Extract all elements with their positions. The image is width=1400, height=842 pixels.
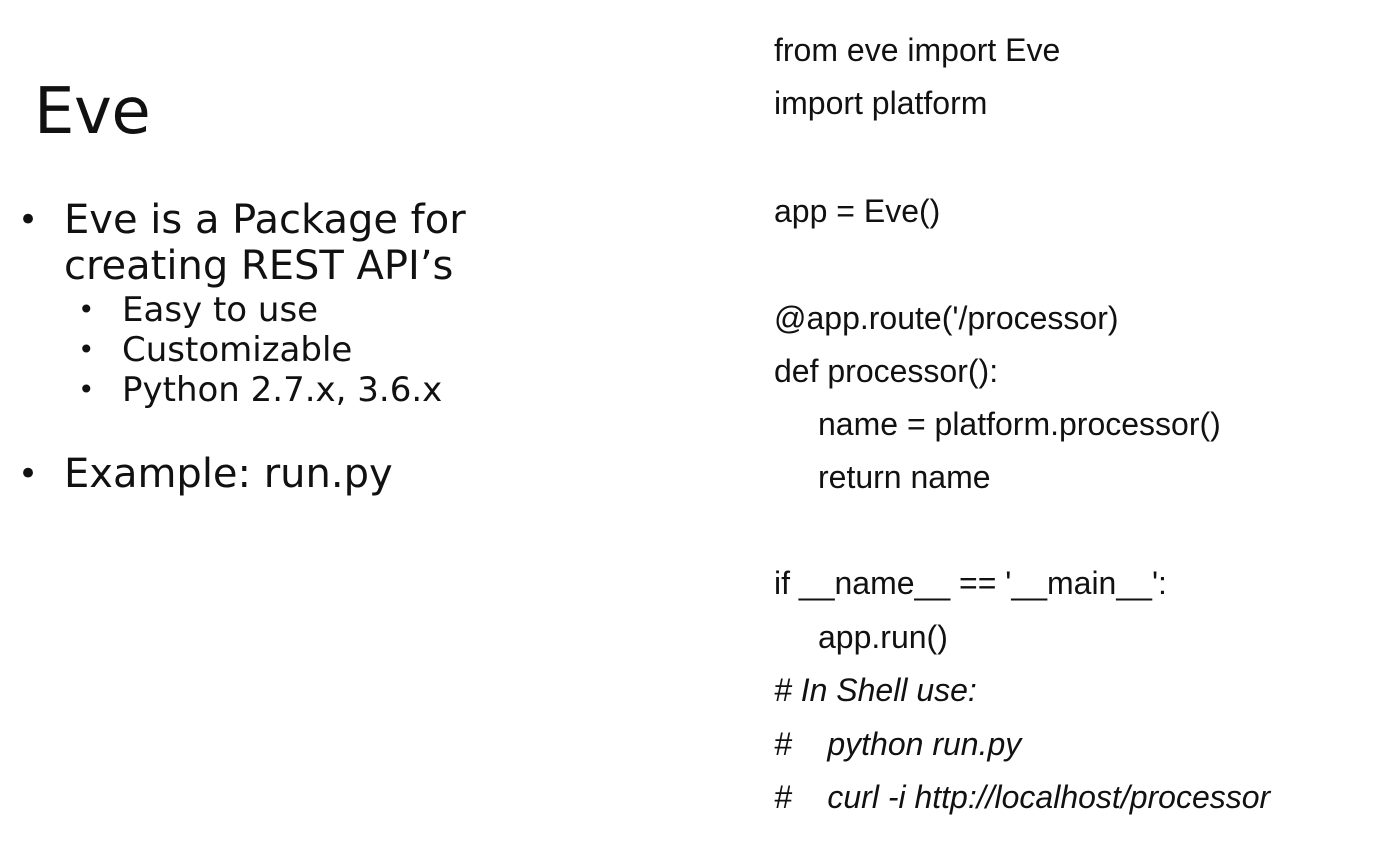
- code-line: def processor():: [774, 353, 999, 389]
- sub-bullet-text: Customizable: [122, 330, 353, 370]
- code-comment: # curl -i http://localhost/processor: [774, 779, 1271, 815]
- bullet-dot: •: [18, 200, 39, 240]
- sub-bullet-dot: •: [78, 333, 95, 366]
- code-comment: # python run.py: [774, 726, 1022, 762]
- code-line: app = Eve(): [774, 193, 941, 229]
- code-line: @app.route('/processor): [774, 300, 1119, 336]
- sub-bullet-item: • Easy to use: [0, 290, 700, 330]
- bullet-item: • Example: run.py: [0, 451, 700, 497]
- code-line: return name: [818, 459, 991, 495]
- sub-bullet-text: Easy to use: [122, 290, 319, 330]
- bullet-text: Example: run.py: [64, 451, 393, 497]
- code-line: app.run(): [818, 619, 948, 655]
- code-line: from eve import Eve: [774, 32, 1061, 68]
- bullet-item: • Eve is a Package for: [0, 197, 700, 243]
- code-line: if __name__ == '__main__':: [774, 565, 1167, 601]
- bullet-text: creating REST API’s: [64, 243, 454, 289]
- code-line: name = platform.processor(): [818, 406, 1221, 442]
- sub-bullet-item: • Python 2.7.x, 3.6.x: [0, 370, 700, 410]
- sub-bullet-item: • Customizable: [0, 330, 700, 370]
- sub-bullet-text: Python 2.7.x, 3.6.x: [122, 370, 443, 410]
- code-line: import platform: [774, 85, 988, 121]
- bullet-continuation: creating REST API’s: [0, 243, 700, 289]
- sub-bullet-dot: •: [78, 373, 95, 406]
- bullet-text: Eve is a Package for: [64, 197, 466, 243]
- sub-bullet-dot: •: [78, 293, 95, 326]
- code-comment: # In Shell use:: [774, 672, 977, 708]
- slide-title: Eve: [34, 75, 151, 149]
- bullet-dot: •: [18, 454, 39, 494]
